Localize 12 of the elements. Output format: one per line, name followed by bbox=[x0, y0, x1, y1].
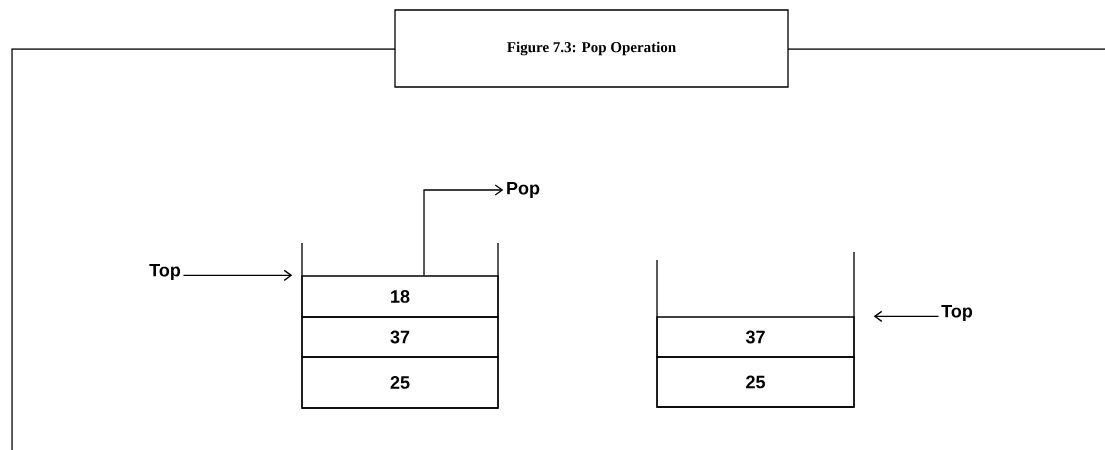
arrow bbox=[873, 310, 940, 322]
pointer-label: Pop bbox=[507, 181, 540, 199]
stack-cell: 18 bbox=[301, 275, 499, 318]
stack-cell: 37 bbox=[301, 316, 499, 358]
pointer-label: Top bbox=[149, 263, 181, 281]
stack-cell: 25 bbox=[656, 356, 855, 408]
title-box: Figure 7.3: Pop Operation bbox=[394, 9, 789, 88]
stack-cell: 37 bbox=[656, 316, 855, 358]
pointer-label: Top bbox=[941, 304, 973, 322]
stack-cell: 25 bbox=[301, 356, 499, 409]
arrow bbox=[423, 184, 504, 276]
arrow bbox=[182, 269, 293, 281]
